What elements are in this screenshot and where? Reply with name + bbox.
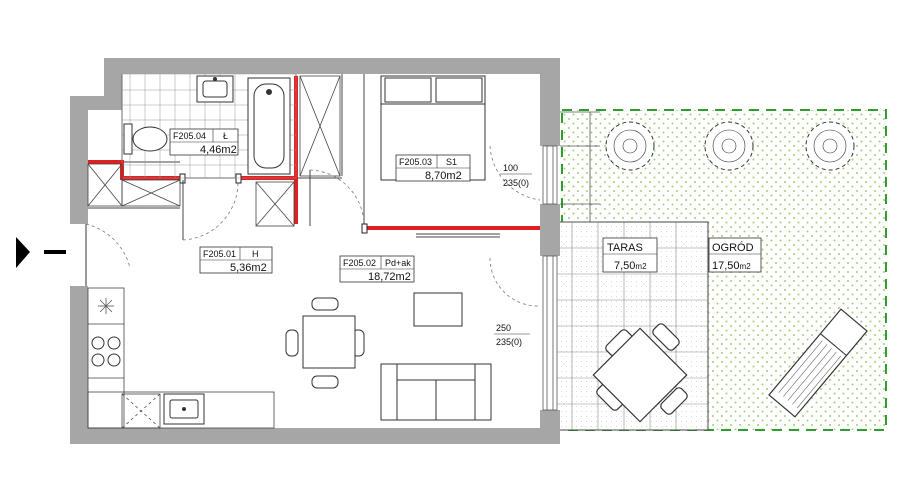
bedroom-label: F205.03 S1 8,70m2: [395, 154, 471, 182]
stove-icon: [91, 336, 121, 367]
kitchen-counter: [87, 287, 275, 429]
wardrobe: [299, 75, 341, 177]
tree-icon: [805, 121, 855, 171]
room-id: F205.01: [203, 249, 236, 259]
terrace-area-unit: m2: [635, 262, 647, 271]
dining-table-icon: [285, 297, 365, 389]
room-id: F205.03: [399, 157, 432, 167]
room-code: Ł: [223, 131, 228, 141]
window-dimension-living: 250 235(0): [494, 323, 530, 347]
living-window: [542, 255, 558, 411]
room-id: F205.02: [343, 258, 376, 268]
balcony-door-lower: [489, 257, 541, 307]
terrace-name: TARAS: [607, 242, 643, 254]
room-area: 5,36m2: [230, 262, 267, 274]
hall-cupboard-2: [255, 181, 295, 227]
bedroom-window: [542, 145, 558, 205]
terrace-area-value: 7,50m2: [614, 260, 647, 272]
room-code: S1: [446, 157, 457, 167]
garden-area-value: 17,50m2: [712, 260, 751, 272]
room-id: F205.04: [173, 131, 206, 141]
sofa-icon: [380, 363, 492, 421]
room-code: H: [252, 249, 259, 259]
kitchen-cabinet: [121, 393, 161, 429]
terrace-label: TARAS 7,50m2: [602, 237, 658, 273]
dimension-width: 100: [503, 163, 518, 173]
sliding-door: [416, 233, 500, 238]
coffee-table-icon: [413, 292, 463, 327]
dimension-width: 250: [496, 323, 511, 333]
bathroom-door: [182, 180, 239, 241]
bathtub-icon: [247, 77, 291, 175]
window-dimension-bedroom: 100 235(0): [500, 163, 532, 188]
room-code: Pd+ak: [385, 258, 411, 268]
terrace-table-icon: [592, 323, 688, 423]
wall-end-caps: [179, 173, 368, 234]
terrace-area-number: 7,50: [614, 260, 635, 272]
entrance-arrow-icon: [16, 237, 66, 268]
garden-name: OGRÓD: [712, 241, 754, 254]
entrance-door: [72, 223, 131, 286]
bedroom-door: [309, 169, 365, 226]
fridge-icon: [98, 298, 114, 314]
washbasin-icon: [196, 75, 234, 103]
bathroom-label: F205.04 Ł 4,46m2: [169, 128, 239, 156]
hall-label: F205.01 H 5,36m2: [199, 246, 273, 274]
toilet-icon: [123, 123, 168, 155]
dimension-height: 235(0): [503, 178, 529, 188]
room-area: 4,46m2: [200, 144, 237, 156]
living-room-label: F205.02 Pd+ak 18,72m2: [339, 255, 415, 283]
hall-cupboard: [87, 163, 181, 207]
tree-icon: [605, 121, 655, 171]
garden-area-unit: m2: [740, 262, 752, 271]
kitchen-sink-icon: [163, 393, 205, 425]
room-area: 18,72m2: [368, 271, 411, 283]
walls: [70, 58, 560, 444]
balcony-door-upper: [489, 145, 541, 201]
dimension-height: 235(0): [496, 337, 522, 347]
tree-icon: [704, 121, 754, 171]
room-area: 8,70m2: [425, 170, 462, 182]
garden-label: OGRÓD 17,50m2: [708, 237, 762, 273]
sun-lounger-icon: [768, 308, 868, 418]
garden-area-number: 17,50: [712, 260, 740, 272]
window-sill-outside: [560, 111, 600, 223]
